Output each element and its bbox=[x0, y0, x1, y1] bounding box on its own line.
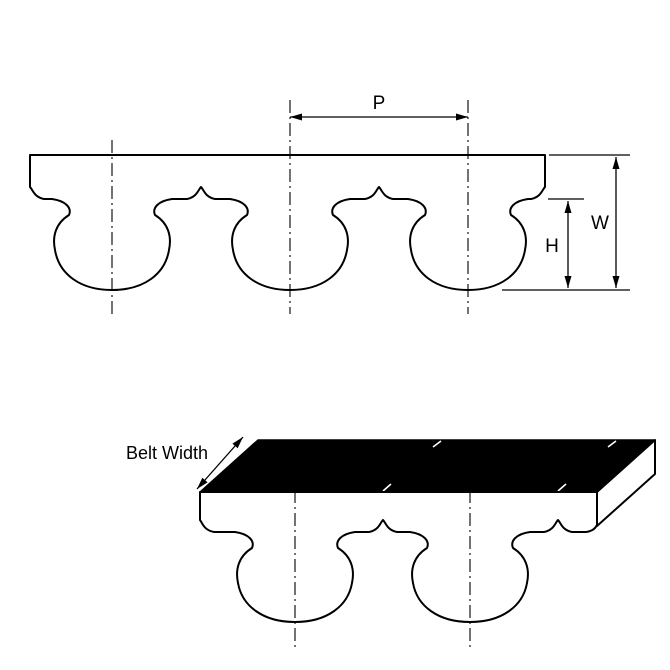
top-face-tick-front-2 bbox=[557, 483, 567, 492]
width-label: W bbox=[591, 213, 609, 234]
tooth-height-dimension: H bbox=[545, 198, 584, 288]
belt-cross-section-view: P W H bbox=[29, 93, 630, 314]
top-face-tick-front-1 bbox=[382, 483, 392, 492]
overall-width-dimension: W bbox=[502, 154, 630, 291]
belt-top-face bbox=[199, 439, 656, 493]
belt-front-profile bbox=[199, 491, 598, 623]
height-label: H bbox=[545, 236, 559, 257]
belt-width-label: Belt Width bbox=[126, 443, 208, 463]
belt-3d-view: Belt Width bbox=[126, 436, 656, 648]
pitch-dimension: P bbox=[290, 93, 468, 121]
belt-width-arrow bbox=[196, 436, 244, 490]
pitch-label: P bbox=[373, 93, 386, 114]
top-face-tick-back-1 bbox=[432, 440, 442, 448]
belt-width-annotation: Belt Width bbox=[126, 436, 244, 490]
top-face-tick-back-2 bbox=[607, 440, 617, 448]
